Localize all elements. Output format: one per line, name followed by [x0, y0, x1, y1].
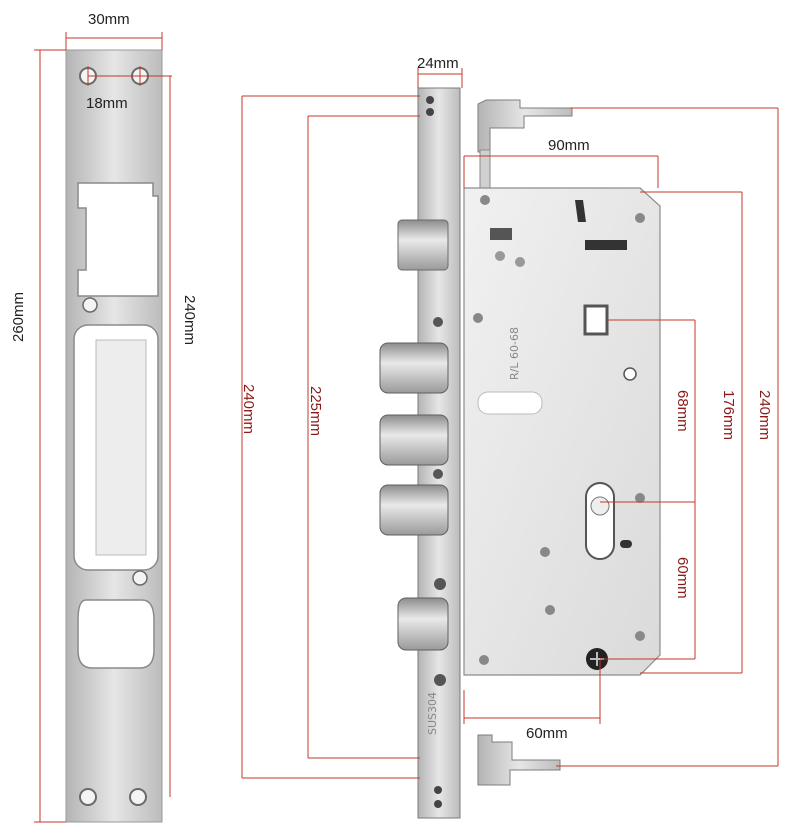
strike-hole-spacing-label: 18mm — [86, 95, 128, 112]
strike-plate — [65, 49, 163, 823]
faceplate-height-label: 240mm — [240, 384, 257, 434]
body-height-label: 176mm — [720, 390, 737, 440]
backset-label: 60mm — [526, 725, 568, 742]
faceplate-hole-span-label: 225mm — [307, 386, 324, 436]
strike-plate-dimensions — [34, 32, 172, 823]
deadbolt — [379, 484, 449, 536]
strike-width-label: 30mm — [88, 11, 130, 28]
lock-body: SUS304 R/L 60-68 — [379, 87, 661, 819]
spindle-to-cylinder-label: 68mm — [674, 390, 691, 432]
body-width-label: 90mm — [548, 137, 590, 154]
deadbolt — [397, 597, 449, 651]
overall-height-label: 240mm — [756, 390, 773, 440]
faceplate-width-label: 24mm — [417, 55, 459, 72]
deadbolt — [379, 342, 449, 394]
cylinder-to-lower-label: 60mm — [674, 557, 691, 599]
lock-body-dimensions — [241, 68, 779, 779]
latch-bolt — [397, 219, 449, 271]
cylinder-hole-icon — [585, 482, 615, 560]
strike-height-label: 260mm — [10, 292, 27, 342]
model-stamp: R/L 60-68 — [508, 327, 521, 380]
spindle-square-icon — [583, 304, 609, 336]
deadbolt — [379, 414, 449, 466]
material-stamp: SUS304 — [426, 692, 439, 735]
strike-hole-span-label: 240mm — [181, 295, 198, 345]
